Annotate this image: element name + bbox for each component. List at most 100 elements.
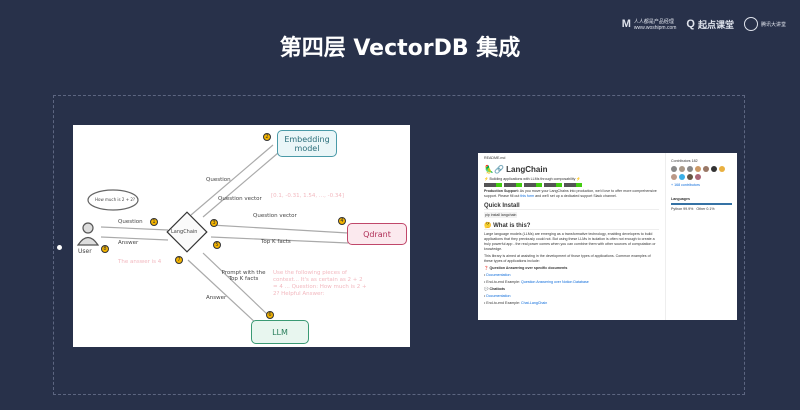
avatar[interactable] <box>679 174 685 180</box>
edge-label: Question vector <box>253 213 297 219</box>
avatar[interactable] <box>687 166 693 172</box>
arrow <box>202 152 279 218</box>
step-badge: 3 <box>210 219 218 227</box>
readme-sidebar: Contributors 182 + 168 contributors Lang… <box>665 153 737 320</box>
avatar[interactable] <box>687 174 693 180</box>
avatar[interactable] <box>711 166 717 172</box>
logo-name: 起点课堂 <box>697 19 734 30</box>
arrow <box>202 252 269 316</box>
bullet-dot <box>57 245 62 250</box>
language-list: Python 99.9% Other 0.1% <box>671 207 732 211</box>
logo-name: 人人都是产品经理 <box>633 18 674 25</box>
readme-tagline: ⚡ Building applications with LLMs throug… <box>484 177 581 181</box>
badges <box>484 183 659 187</box>
arrow <box>190 144 274 216</box>
badge <box>564 183 582 187</box>
doc-link[interactable]: Documentation <box>486 294 511 298</box>
context-note: Use the following pieces of context... I… <box>273 270 367 297</box>
arrow <box>210 236 349 244</box>
chatbots-heading: 💬 Chatbots <box>484 287 506 291</box>
logo-mark: M <box>621 18 631 30</box>
doc-link[interactable]: Documentation <box>486 273 511 277</box>
list-item: • End-to-end Example: Chat-LangChain <box>484 301 548 305</box>
seal-icon <box>743 17 758 31</box>
qa-heading: ❓ Question Answering over specific docum… <box>484 266 568 270</box>
edge-label: Question <box>118 219 143 225</box>
contributors-heading: Contributors 182 <box>671 159 732 163</box>
edge-label: Question vector <box>218 196 262 202</box>
answer-note: The answer is 4 <box>118 259 162 265</box>
avatar[interactable] <box>671 174 677 180</box>
langchain-label: LangChain <box>171 229 198 235</box>
arrow <box>187 259 259 326</box>
badge <box>484 183 502 187</box>
language-item: Other 0.1% <box>696 207 715 211</box>
install-command: pip install langchain <box>484 212 518 218</box>
user-body-icon <box>76 236 100 246</box>
readme-title: 🦜🔗 LangChain <box>484 165 548 174</box>
avatar[interactable] <box>695 166 701 172</box>
readme-filename: README.md <box>484 156 506 160</box>
form-link[interactable]: this form <box>520 194 535 198</box>
user-label: User <box>78 248 92 255</box>
count: 182 <box>691 159 698 163</box>
step-badge: 5 <box>213 241 221 249</box>
paragraph: This library is aimed at assisting in th… <box>484 254 651 263</box>
step-badge: 8 <box>101 245 109 253</box>
langchain-readme-screenshot: README.md 🦜🔗 LangChain ⚡ Building applic… <box>478 153 737 320</box>
avatar[interactable] <box>679 166 685 172</box>
vector-note: [0.1, -0.31, 1.54, ..., -0.34] <box>271 193 344 199</box>
edge-label: Prompt with the Top K facts <box>221 270 266 282</box>
avatar[interactable] <box>703 166 709 172</box>
list-item: • End-to-end Example: Question Answering… <box>484 280 589 284</box>
arrow <box>100 226 169 231</box>
step-badge: 6 <box>266 311 274 319</box>
label: Production Support: <box>484 189 519 193</box>
production-support: Production Support: As you move your Lan… <box>484 189 659 199</box>
example-link[interactable]: Chat-LangChain <box>521 301 548 305</box>
badge <box>504 183 522 187</box>
language-item: Python 99.9% <box>671 207 694 211</box>
more-contributors-link[interactable]: + 168 contributors <box>671 183 700 187</box>
step-badge: 4 <box>338 217 346 225</box>
edge-label: Answer <box>118 240 139 246</box>
badge <box>544 183 562 187</box>
paragraph: Large language models (LLMs) are emergin… <box>484 232 656 251</box>
slide-title: 第四层 VectorDB 集成 <box>279 36 521 61</box>
language-bar <box>671 203 732 205</box>
logo-name: 腾讯大讲堂 <box>760 21 786 28</box>
quick-install-heading: Quick Install <box>484 203 659 210</box>
embedding-model-node: Embedding model <box>277 130 337 157</box>
arrow <box>210 224 349 234</box>
avatar[interactable] <box>719 166 725 172</box>
content-frame <box>53 95 745 395</box>
avatar[interactable] <box>671 166 677 172</box>
langchain-diamond <box>166 211 208 253</box>
badge <box>524 183 542 187</box>
avatar[interactable] <box>695 174 701 180</box>
diagram-arrows <box>76 144 349 326</box>
edge-label: Top K facts <box>261 239 291 245</box>
step-badge: 2 <box>263 133 271 141</box>
text: As you move your LangChains into product… <box>484 189 657 198</box>
label: Contributors <box>671 159 691 163</box>
logo-mark: Q <box>686 18 695 30</box>
qdrant-node: Qdrant <box>347 223 407 245</box>
example-link[interactable]: Question Answering over Notion Database <box>521 280 589 284</box>
label: End-to-end Example: <box>486 280 521 284</box>
speech-bubble <box>87 189 139 211</box>
arrow <box>100 236 169 241</box>
tencent-logo: 腾讯大讲堂 <box>743 17 786 31</box>
label: End-to-end Example: <box>486 301 521 305</box>
text: and we'll set up a dedicated support Sla… <box>535 194 617 198</box>
list-item: • Documentation <box>484 294 511 298</box>
contributor-avatars <box>671 166 731 180</box>
bubble-text: How much is 2 + 2? <box>95 197 136 202</box>
rag-diagram: How much is 2 + 2? User LangChain Embedd… <box>73 125 410 347</box>
user-icon <box>82 222 94 234</box>
edge-label: Answer <box>206 295 227 301</box>
languages-heading: Languages <box>671 197 690 201</box>
